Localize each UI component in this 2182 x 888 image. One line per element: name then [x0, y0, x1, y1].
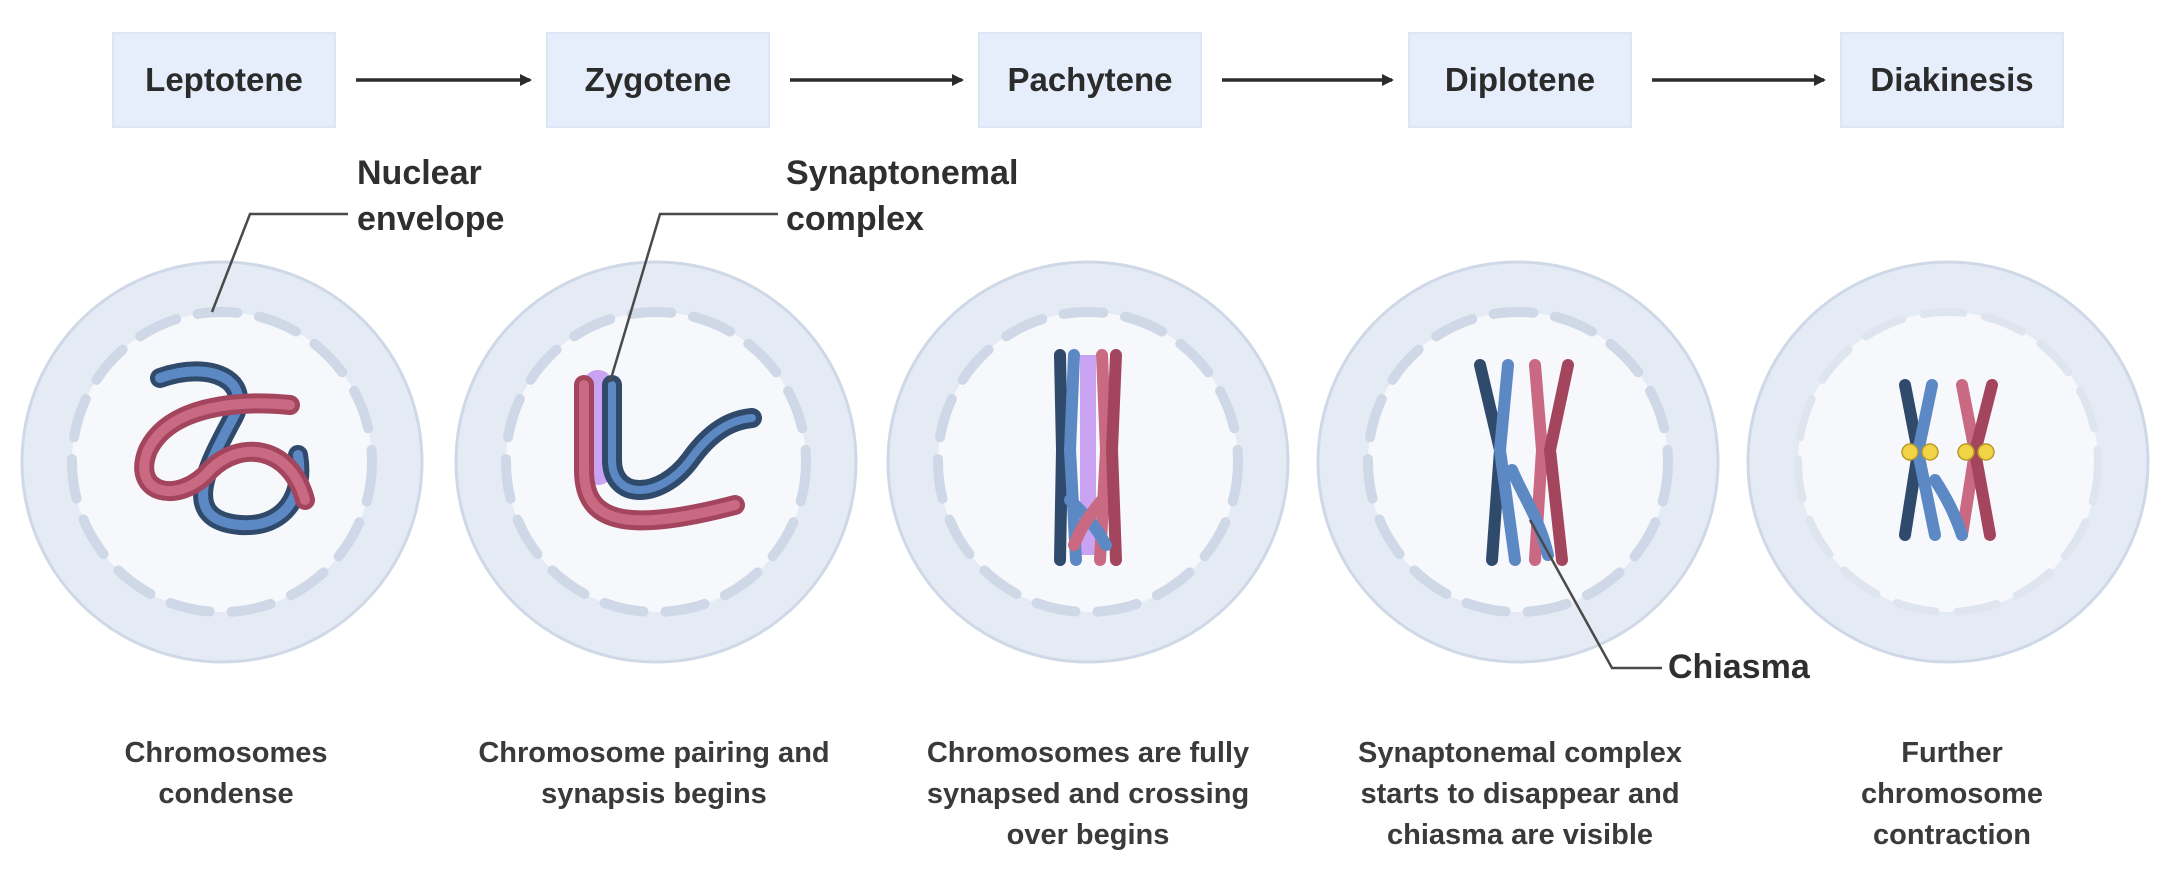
stage-box-diplotene: Diplotene — [1408, 32, 1632, 128]
synaptonemal-complex-leader — [608, 212, 778, 383]
caption-leptotene: Chromosomes condense — [16, 733, 436, 815]
chiasma-dots — [1901, 443, 1995, 461]
stage-box-pachytene: Pachytene — [978, 32, 1202, 128]
caption-diakinesis: Further chromosome contraction — [1742, 733, 2162, 856]
cell-diplotene — [1316, 260, 1720, 664]
cell-leptotene — [20, 260, 424, 664]
caption-line: Chromosome pairing and — [478, 737, 830, 769]
label-nuclear-envelope-line-2: envelope — [357, 200, 505, 238]
caption-line: condense — [158, 778, 294, 810]
cell-zygotene — [454, 260, 858, 664]
nuclear-envelope — [67, 307, 377, 617]
cell-pachytene — [886, 260, 1290, 664]
caption-line: chromosome — [1860, 778, 2044, 810]
caption-line: Further — [1901, 737, 2003, 769]
stage-box-diakinesis: Diakinesis — [1840, 32, 2064, 128]
stage-box-leptotene: Leptotene — [112, 32, 336, 128]
caption-line: Chromosomes are fully — [926, 737, 1250, 769]
nuclear-envelope-leader — [210, 212, 348, 313]
label-nuclear-envelope-line-1: Nuclear — [357, 154, 482, 192]
caption-pachytene: Chromosomes are fully synapsed and cross… — [878, 733, 1298, 856]
cell-diakinesis — [1746, 260, 2150, 664]
caption-diplotene: Synaptonemal complex starts to disappear… — [1310, 733, 1730, 856]
label-synaptonemal-complex: Synaptonemal complex — [786, 150, 1018, 242]
chiasma-leader — [1528, 519, 1662, 670]
caption-line: contraction — [1873, 819, 2031, 851]
caption-line: synapsed and crossing — [926, 778, 1250, 810]
label-synaptonemal-complex-line-2: complex — [786, 200, 924, 238]
caption-line: synapsis begins — [541, 778, 767, 810]
stage-box-zygotene: Zygotene — [546, 32, 770, 128]
caption-line: Synaptonemal complex — [1358, 737, 1682, 769]
label-synaptonemal-complex-line-1: Synaptonemal — [786, 154, 1019, 192]
caption-line: starts to disappear and — [1360, 778, 1680, 810]
caption-line: over begins — [1006, 819, 1170, 851]
caption-line: chiasma are visible — [1387, 819, 1653, 851]
caption-line: Chromosomes — [124, 737, 328, 769]
caption-zygotene: Chromosome pairing and synapsis begins — [444, 733, 864, 815]
label-nuclear-envelope: Nuclear envelope — [357, 150, 504, 242]
label-chiasma: Chiasma — [1668, 648, 1810, 686]
